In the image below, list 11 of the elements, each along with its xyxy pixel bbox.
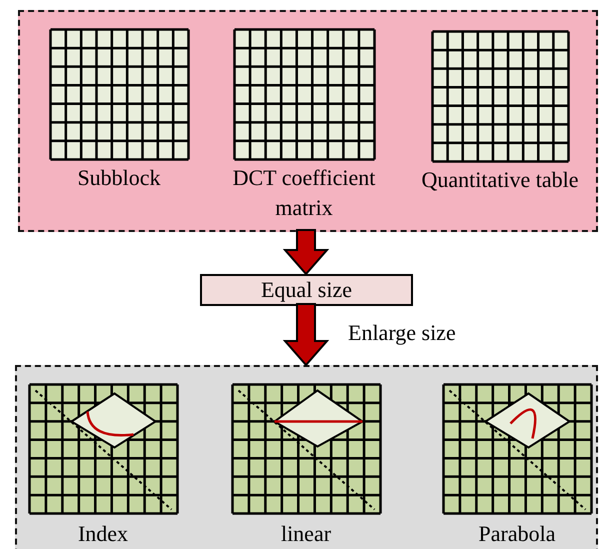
grid-caption: DCT coefficient matrix	[232, 164, 376, 222]
grid-caption: Parabola	[478, 520, 556, 548]
dashed-panel	[15, 365, 598, 549]
grid-caption: Subblock	[77, 164, 161, 192]
block-arrow	[282, 229, 330, 276]
block-arrow	[282, 303, 330, 367]
grid-caption: Quantitative table	[422, 166, 578, 194]
process-box: Equal size	[200, 274, 413, 306]
grid-caption: linear	[280, 520, 332, 548]
grid-caption: Index	[78, 520, 128, 548]
dashed-panel	[18, 10, 598, 232]
